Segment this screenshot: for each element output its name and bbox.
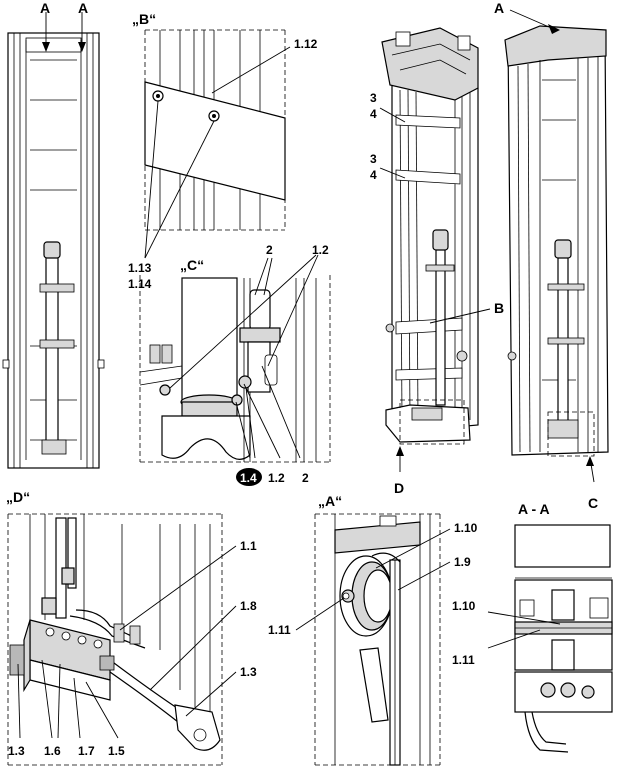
detail-a-title: „A“ xyxy=(318,493,342,509)
detail-c-title: „C“ xyxy=(180,257,204,273)
label-1-11-section: 1.11 xyxy=(452,653,475,667)
detail-d-title: „D“ xyxy=(6,489,30,505)
section-a-a-title: A - A xyxy=(518,501,550,517)
label-c-callout: C xyxy=(588,495,598,511)
label-2-bottom: 2 xyxy=(302,471,309,485)
label-2-top: 2 xyxy=(266,243,273,257)
label-1-10-detail-a: 1.10 xyxy=(454,521,478,535)
label-a-left-2: A xyxy=(78,0,88,16)
label-1-2-bottom: 1.2 xyxy=(268,471,285,485)
label-1-8: 1.8 xyxy=(240,599,257,613)
label-1-4: 1.4 xyxy=(240,471,257,485)
left-mast-front-view xyxy=(2,12,105,469)
label-d-callout: D xyxy=(394,480,404,496)
label-3-upper: 3 xyxy=(370,91,377,105)
center-mast-perspective xyxy=(379,27,491,472)
label-1-3-left: 1.3 xyxy=(8,744,25,758)
label-4-upper: 4 xyxy=(370,107,377,121)
label-1-7: 1.7 xyxy=(78,744,95,758)
detail-b-view xyxy=(144,29,291,259)
label-1-6: 1.6 xyxy=(44,744,61,758)
label-1-10-section: 1.10 xyxy=(452,599,476,613)
detail-d-view xyxy=(7,513,237,766)
label-1-12: 1.12 xyxy=(294,37,318,51)
label-a-left-1: A xyxy=(40,0,50,16)
label-a-right: A xyxy=(494,0,504,16)
label-3-lower: 3 xyxy=(370,152,377,166)
section-a-a-view xyxy=(487,524,613,753)
detail-b-title: „B“ xyxy=(132,11,156,27)
detail-a-view xyxy=(295,513,451,766)
label-1-2-top: 1.2 xyxy=(312,243,329,257)
label-4-lower: 4 xyxy=(370,168,377,182)
label-1-1: 1.1 xyxy=(240,539,257,553)
label-1-3-right: 1.3 xyxy=(240,665,257,679)
label-1-11-detail-a: 1.11 xyxy=(268,623,291,637)
label-1-9: 1.9 xyxy=(454,555,471,569)
label-b-callout: B xyxy=(494,300,504,316)
right-mast-side-view xyxy=(504,9,609,483)
label-1-5: 1.5 xyxy=(108,744,125,758)
detail-c-view xyxy=(139,254,331,486)
label-1-13: 1.13 xyxy=(128,261,152,275)
